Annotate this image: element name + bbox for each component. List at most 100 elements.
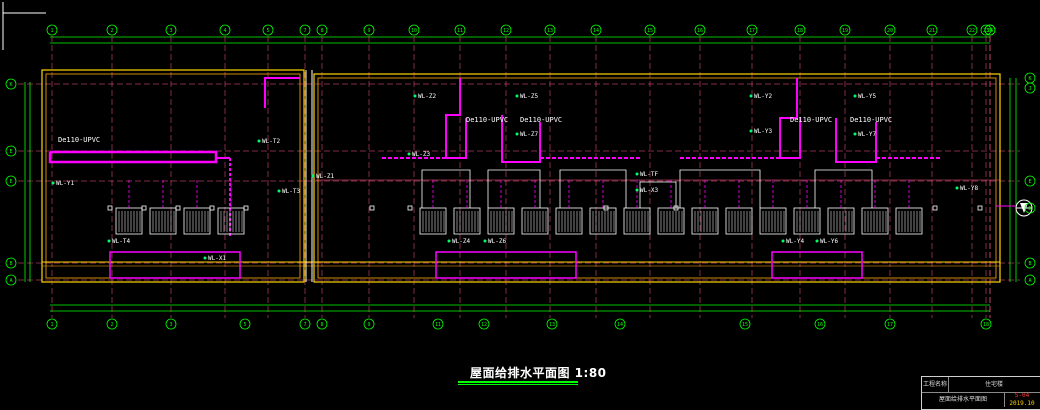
pipe-marker bbox=[781, 239, 785, 243]
axis-label-top: 24 bbox=[987, 28, 993, 34]
axis-bubble-top bbox=[694, 24, 706, 36]
fixture-box bbox=[725, 207, 753, 235]
fixture-unit bbox=[691, 180, 719, 235]
axis-bubble-bottom bbox=[46, 318, 58, 330]
axis-label-left: E bbox=[9, 179, 12, 185]
axis-label-top: 8 bbox=[320, 28, 323, 34]
axis-label-top: 4 bbox=[223, 28, 226, 34]
pipe-note: De110-UPVC bbox=[850, 116, 892, 124]
fixture-unit bbox=[657, 180, 685, 235]
title-block-row-2: 屋面给排水平面图 S-04 2019.10 bbox=[922, 392, 1040, 407]
fixture-unit bbox=[895, 180, 923, 235]
fixture-unit bbox=[827, 180, 855, 235]
project-label: 工程名称 bbox=[922, 377, 949, 392]
pipe-marker bbox=[853, 132, 857, 136]
pipe-label: WL-Z5 bbox=[520, 93, 538, 100]
axis-bubble-bottom bbox=[739, 318, 751, 330]
pipe-marker bbox=[277, 189, 281, 193]
fixture-unit bbox=[589, 180, 617, 235]
title-underline bbox=[458, 381, 578, 383]
left-dimension-line bbox=[24, 82, 31, 282]
title-block-row-1: 工程名称 住宅楼 bbox=[922, 377, 1040, 393]
axis-bubble-top bbox=[980, 24, 992, 36]
pipe-marker bbox=[413, 94, 417, 98]
pipe-label: WL-Y8 bbox=[960, 185, 978, 192]
pipe-label: WL-Z1 bbox=[316, 173, 334, 180]
axis-label-top: 12 bbox=[503, 28, 509, 34]
axis-label-right: J bbox=[1028, 86, 1031, 92]
axis-bubble-top bbox=[884, 24, 896, 36]
fixture-group bbox=[115, 180, 923, 235]
axis-bubble-top bbox=[219, 24, 231, 36]
fixture-unit bbox=[793, 180, 821, 235]
fixture-unit bbox=[555, 180, 583, 235]
axis-bubble-bottom bbox=[478, 318, 490, 330]
drawing-label: 屋面给排水平面图 bbox=[922, 392, 1005, 407]
pipe-marker bbox=[407, 152, 411, 156]
axis-bubble-top bbox=[644, 24, 656, 36]
fixture-box bbox=[453, 207, 481, 235]
fixture-unit bbox=[725, 180, 753, 235]
pipe-label: WL-Y1 bbox=[56, 180, 74, 187]
axis-bubble-bottom bbox=[106, 318, 118, 330]
roof-drain-group bbox=[107, 205, 983, 211]
axis-bubble-bottom bbox=[165, 318, 177, 330]
axis-bubble-bottom bbox=[980, 318, 992, 330]
title-block: 工程名称 住宅楼 屋面给排水平面图 S-04 2019.10 bbox=[921, 376, 1040, 410]
axis-label-top: 18 bbox=[797, 28, 803, 34]
pipe-marker bbox=[815, 239, 819, 243]
top-dimension-line bbox=[50, 36, 990, 44]
axis-label-bottom: 15 bbox=[742, 322, 748, 328]
axis-bubble-bottom bbox=[432, 318, 444, 330]
fixture-box bbox=[419, 207, 447, 235]
drawing-title: 屋面给排水平面图 1:80 bbox=[470, 366, 607, 380]
axis-label-left: B bbox=[9, 261, 12, 267]
fixture-unit bbox=[521, 180, 549, 235]
axis-bubble-top bbox=[500, 24, 512, 36]
axis-bubble-top bbox=[106, 24, 118, 36]
axis-label-bottom: 18 bbox=[983, 322, 989, 328]
fixture-unit bbox=[623, 180, 651, 235]
pipe-label: WL-T2 bbox=[262, 138, 280, 145]
roof-drain bbox=[141, 205, 147, 211]
axis-label-top: 13 bbox=[547, 28, 553, 34]
axis-label-bottom: 11 bbox=[435, 322, 441, 328]
axis-bubble-bottom bbox=[546, 318, 558, 330]
axis-label-top: 5 bbox=[266, 28, 269, 34]
pipe-note: De110-UPVC bbox=[520, 116, 562, 124]
fixture-unit bbox=[149, 180, 177, 235]
pipe-note: De110-UPVC bbox=[466, 116, 508, 124]
fixture-box bbox=[657, 207, 685, 235]
fixture-unit bbox=[217, 180, 245, 235]
pipe-marker bbox=[447, 239, 451, 243]
pipe-label: WL-Z4 bbox=[452, 238, 470, 245]
axis-label-top: 1 bbox=[50, 28, 53, 34]
pipe-marker bbox=[635, 188, 639, 192]
title-underline-thin bbox=[458, 384, 578, 385]
axis-label-top: 9 bbox=[367, 28, 370, 34]
axis-label-right: K bbox=[1028, 76, 1031, 82]
fixture-box bbox=[827, 207, 855, 235]
axis-label-bottom: 3 bbox=[169, 322, 172, 328]
fixture-box bbox=[521, 207, 549, 235]
axis-bubble-top bbox=[165, 24, 177, 36]
fixture-box bbox=[589, 207, 617, 235]
axis-label-bottom: 5 bbox=[243, 322, 246, 328]
pipe-label: WL-Y4 bbox=[786, 238, 804, 245]
axis-label-bottom: 8 bbox=[320, 322, 323, 328]
fixture-box bbox=[895, 207, 923, 235]
pipe-marker bbox=[635, 172, 639, 176]
axis-bubble-top bbox=[794, 24, 806, 36]
axis-bubble-left bbox=[5, 274, 17, 286]
axis-label-right: E bbox=[1028, 179, 1031, 185]
fixture-box bbox=[555, 207, 583, 235]
axis-bubble-top bbox=[926, 24, 938, 36]
pipe-note: De110-UPVC bbox=[58, 136, 100, 144]
fixture-unit bbox=[487, 180, 515, 235]
axis-bubble-top bbox=[262, 24, 274, 36]
drainage-pipes bbox=[48, 77, 1000, 238]
roof-drain bbox=[107, 205, 113, 211]
axis-label-top: 20 bbox=[887, 28, 893, 34]
